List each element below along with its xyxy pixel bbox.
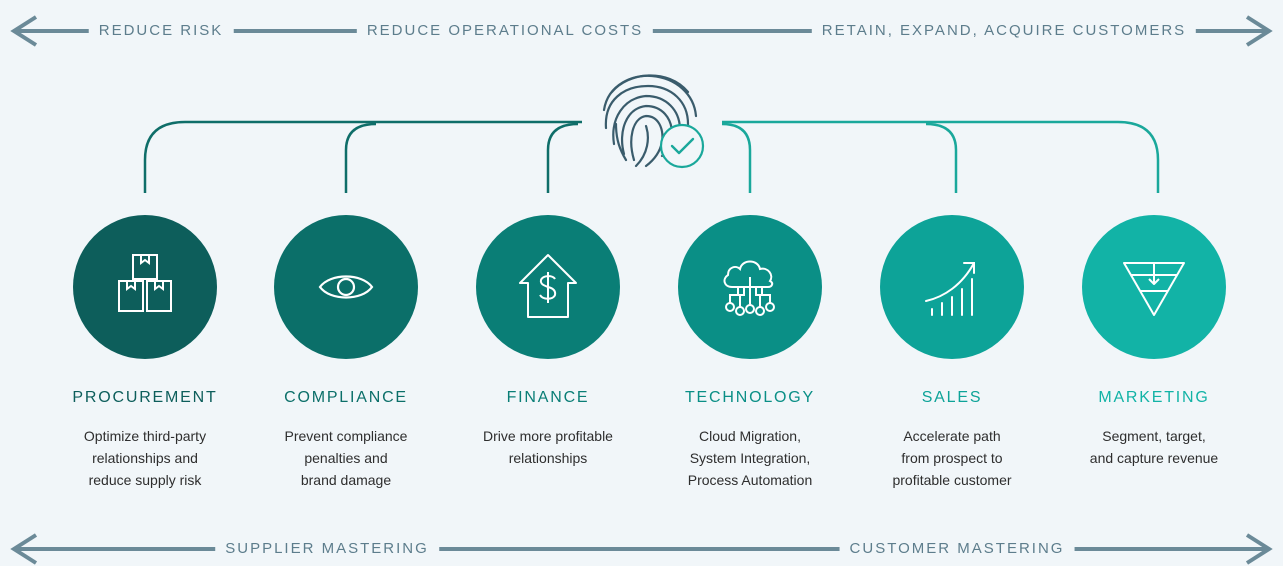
marketing-title: MARKETING (1098, 389, 1210, 406)
finance-description: Drive more profitable relationships (448, 425, 648, 469)
description-line: System Integration, (689, 450, 811, 466)
connector-marketing (722, 120, 1160, 193)
house-dollar-icon (519, 254, 577, 318)
description-line: penalties and (304, 450, 388, 466)
description-line: Optimize third-party (83, 428, 207, 444)
compliance-circle (274, 215, 418, 359)
compliance-title: COMPLIANCE (284, 389, 408, 406)
description-line: from prospect to (901, 450, 1003, 466)
top-label-reduce-operational-costs: REDUCE OPERATIONAL COSTS (356, 22, 654, 40)
top-label-reduce-risk: REDUCE RISK (88, 22, 234, 40)
procurement-title: PROCUREMENT (72, 389, 218, 406)
marketing-circle (1082, 215, 1226, 359)
connectors-right (721, 120, 1160, 193)
description-line: Segment, target, (1102, 428, 1206, 444)
bottom-label-customer-mastering: CUSTOMER MASTERING (839, 540, 1075, 558)
technology-title: TECHNOLOGY (684, 389, 815, 406)
description-line: relationships and (92, 450, 198, 466)
connector-procurement (143, 120, 582, 193)
bottom-label-supplier-mastering: SUPPLIER MASTERING (215, 540, 439, 558)
connector-sales (925, 122, 958, 193)
description-line: Cloud Migration, (699, 428, 801, 444)
funnel-icon (1123, 262, 1185, 316)
cloud-network-icon (723, 260, 775, 316)
description-line: Prevent compliance (284, 428, 408, 444)
eye-icon (318, 275, 374, 299)
finance-title: FINANCE (506, 389, 590, 406)
top-arrow-left-head (10, 15, 38, 47)
bottom-arrow-left-head (10, 533, 38, 565)
description-line: Accelerate path (903, 428, 1001, 444)
connectors-left (143, 120, 582, 193)
description-line: Process Automation (687, 472, 813, 488)
compliance-description: Prevent compliance penalties and brand d… (246, 425, 446, 491)
technology-circle (678, 215, 822, 359)
checkmark-icon (659, 123, 705, 169)
connector-compliance (344, 122, 377, 193)
fingerprint-icon (602, 74, 698, 168)
procurement-description: Optimize third-party relationships and r… (45, 425, 245, 491)
description-line: Drive more profitable (483, 428, 613, 444)
finance-circle (476, 215, 620, 359)
connector-finance (546, 122, 579, 193)
description-line: relationships (508, 450, 588, 466)
description-line: and capture revenue (1089, 450, 1219, 466)
sales-circle (880, 215, 1024, 359)
description-line: brand damage (300, 472, 392, 488)
growth-chart-icon (925, 262, 975, 316)
boxes-icon (118, 254, 172, 312)
procurement-circle (73, 215, 217, 359)
sales-description: Accelerate path from prospect to profita… (852, 425, 1052, 491)
technology-description: Cloud Migration, System Integration, Pro… (650, 425, 850, 491)
bottom-arrow-right-head (1245, 533, 1273, 565)
sales-title: SALES (921, 389, 983, 406)
top-arrow-right-head (1245, 15, 1273, 47)
marketing-description: Segment, target, and capture revenue (1054, 425, 1254, 469)
description-line: reduce supply risk (88, 472, 202, 488)
connector-technology (721, 122, 752, 193)
description-line: profitable customer (892, 472, 1012, 488)
top-label-retain-expand-acquire: RETAIN, EXPAND, ACQUIRE CUSTOMERS (811, 22, 1197, 40)
